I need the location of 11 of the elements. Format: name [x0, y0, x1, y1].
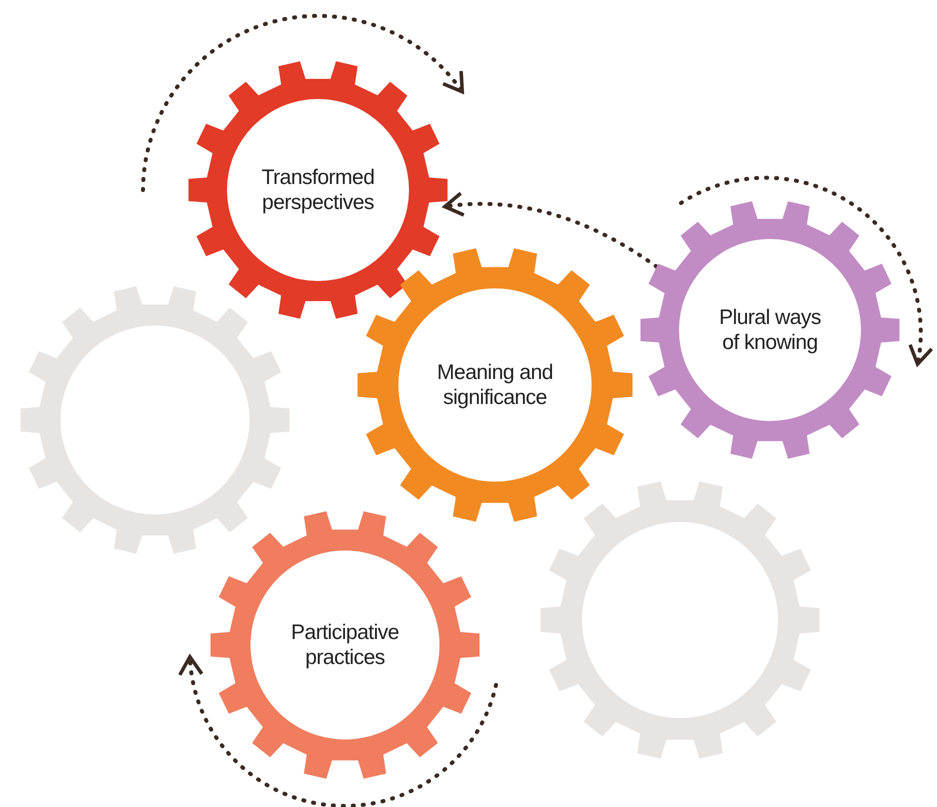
gear: [188, 60, 448, 320]
gear-label: Meaning and significance: [436, 360, 554, 410]
arrow: [443, 192, 658, 269]
gear: [640, 200, 900, 460]
gear-label: Transformed perspectives: [260, 164, 376, 216]
gear: [540, 480, 820, 760]
gear-label: Plural ways of knowing: [718, 304, 822, 356]
gear: [20, 285, 290, 555]
gear-label: Participative practices: [290, 620, 400, 670]
gear: [357, 247, 633, 523]
gear: [210, 510, 480, 780]
